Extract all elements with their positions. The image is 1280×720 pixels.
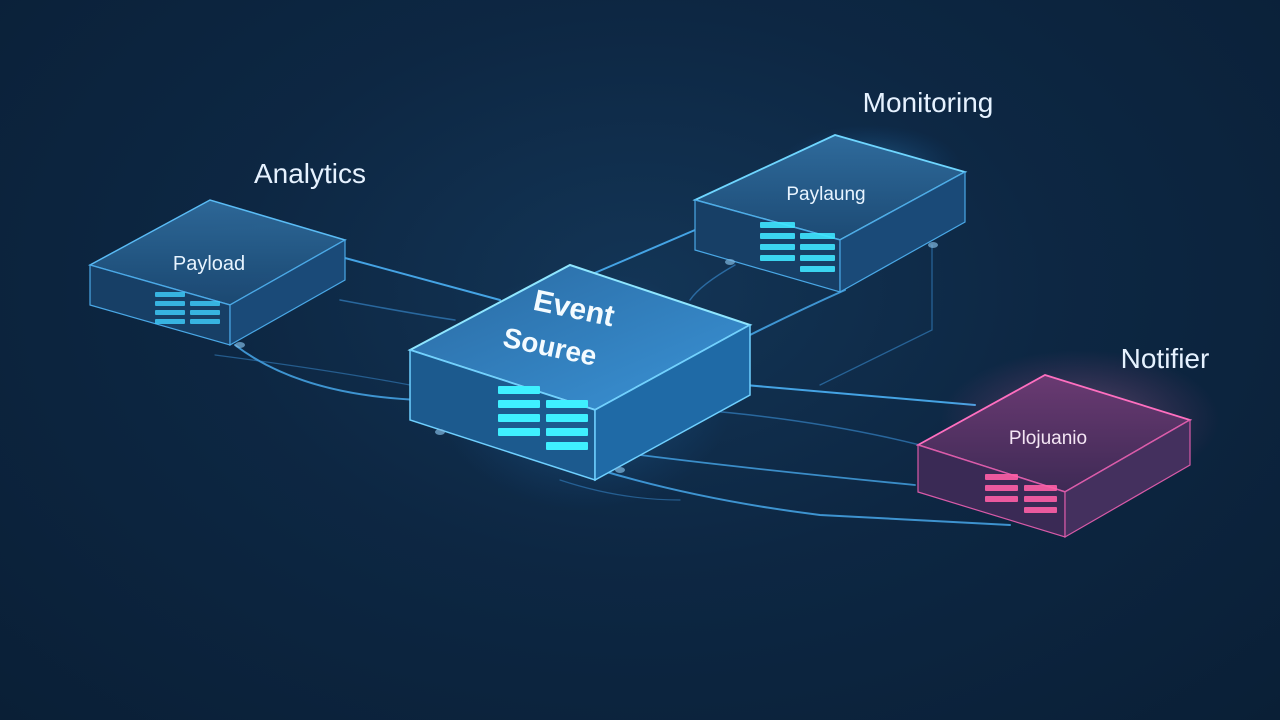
link-monitoring-source-2 [689, 264, 736, 301]
link-source-notifier [744, 384, 976, 406]
notifier-node[interactable]: Plojuanio [915, 350, 1220, 539]
source-vent-icon [498, 386, 588, 450]
link-analytics-source [344, 257, 501, 301]
analytics-vent-icon [155, 292, 220, 324]
link-source-notifier-2 [699, 409, 921, 446]
source-box-side [594, 323, 751, 482]
link-monitoring-notifier [819, 244, 933, 386]
notifier-vent-icon [985, 474, 1057, 513]
link-analytics-source-4 [214, 354, 411, 386]
notifier-title: Notifier [1121, 343, 1210, 374]
link-monitoring-source-3 [749, 289, 846, 336]
monitoring-node[interactable]: Paylaung [692, 125, 968, 294]
analytics-title: Analytics [254, 158, 366, 189]
analytics-box-label: Payload [173, 253, 245, 275]
monitoring-box-label: Paylaung [786, 184, 865, 205]
monitoring-vent-icon [760, 222, 835, 272]
monitoring-title: Monitoring [863, 87, 994, 118]
link-analytics-source-3 [234, 344, 421, 401]
link-monitoring-source [589, 229, 696, 276]
connector-dots [235, 242, 938, 473]
link-analytics-source-2 [339, 299, 456, 321]
monitoring-box-side [839, 170, 966, 294]
analytics-box-side [229, 238, 346, 347]
notifier-box-label: Plojuanio [1009, 428, 1087, 449]
notifier-box-side [1064, 418, 1191, 539]
analytics-node[interactable]: Payload [88, 199, 347, 347]
event-source-node[interactable]: Event Souree [407, 263, 753, 510]
